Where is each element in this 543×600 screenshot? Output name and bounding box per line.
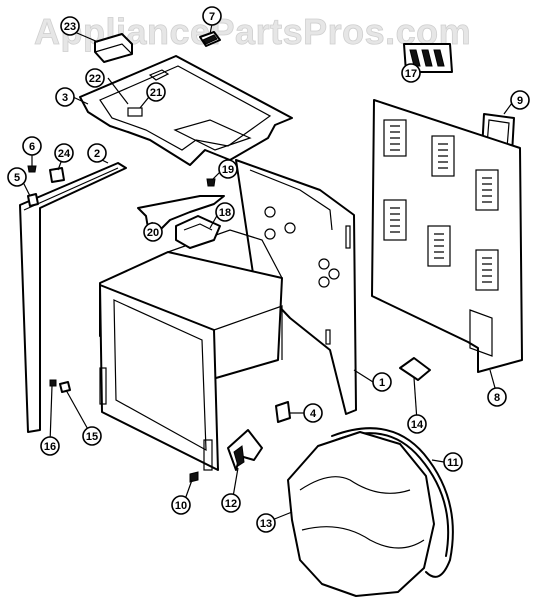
callout-18: 18: [215, 202, 235, 222]
svg-text:15: 15: [86, 431, 98, 443]
callout-11: 11: [443, 452, 463, 472]
screws-part-15-16: [49, 379, 71, 393]
callout-12: 12: [221, 493, 241, 513]
svg-text:17: 17: [405, 68, 417, 80]
svg-text:5: 5: [14, 172, 20, 184]
svg-text:24: 24: [58, 148, 71, 160]
bracket-part-18: [175, 215, 221, 249]
callout-24: 24: [54, 143, 74, 163]
svg-text:21: 21: [150, 87, 162, 99]
callout-5: 5: [7, 167, 27, 187]
svg-text:7: 7: [209, 11, 215, 23]
callout-20: 20: [143, 222, 163, 242]
back-panel: [371, 99, 523, 373]
screw-part-10: [189, 471, 199, 483]
callout-13: 13: [256, 513, 276, 533]
callout-10: 10: [171, 495, 191, 515]
callout-15: 15: [82, 426, 102, 446]
svg-text:20: 20: [147, 227, 159, 239]
callout-21: 21: [146, 82, 166, 102]
callout-6: 6: [22, 136, 42, 156]
callout-14: 14: [407, 414, 427, 434]
callout-2: 2: [87, 143, 107, 163]
svg-text:9: 9: [517, 95, 523, 107]
side-trim-part-2: [19, 162, 127, 433]
burner-bracket-part-20: [137, 195, 225, 233]
svg-text:11: 11: [447, 457, 459, 469]
callout-8: 8: [487, 387, 507, 407]
callout-19: 19: [218, 159, 238, 179]
callout-3: 3: [55, 87, 75, 107]
top-panel-part: [79, 55, 293, 166]
svg-text:2: 2: [94, 148, 100, 160]
svg-text:4: 4: [310, 408, 317, 420]
callout-7: 7: [202, 6, 222, 26]
clip-part-7: [199, 31, 221, 47]
small-parts-left: [27, 165, 65, 207]
svg-text:23: 23: [64, 21, 76, 33]
hinge-part-12: [227, 429, 263, 471]
callout-9: 9: [510, 90, 530, 110]
callout-16: 16: [40, 436, 60, 456]
callout-22: 22: [85, 68, 105, 88]
svg-text:22: 22: [89, 73, 101, 85]
svg-text:13: 13: [260, 518, 272, 530]
svg-text:8: 8: [494, 392, 500, 404]
svg-text:6: 6: [29, 141, 35, 153]
insulation-part-13: [287, 431, 435, 597]
screw-part-19: [206, 178, 216, 187]
callout-4: 4: [303, 403, 323, 423]
svg-text:16: 16: [44, 441, 56, 453]
svg-text:12: 12: [225, 498, 237, 510]
svg-text:18: 18: [219, 207, 231, 219]
bracket-part-23: [94, 33, 133, 63]
svg-text:3: 3: [62, 92, 68, 104]
bracket-part-14: [399, 357, 431, 381]
svg-text:10: 10: [175, 500, 187, 512]
oven-cavity: [99, 229, 283, 471]
svg-text:19: 19: [222, 164, 234, 176]
svg-text:14: 14: [411, 419, 424, 431]
callout-23: 23: [60, 16, 80, 36]
hinge-part-4: [275, 401, 291, 423]
callout-1: 1: [372, 372, 392, 392]
svg-text:1: 1: [379, 377, 385, 389]
callout-17: 17: [401, 63, 421, 83]
